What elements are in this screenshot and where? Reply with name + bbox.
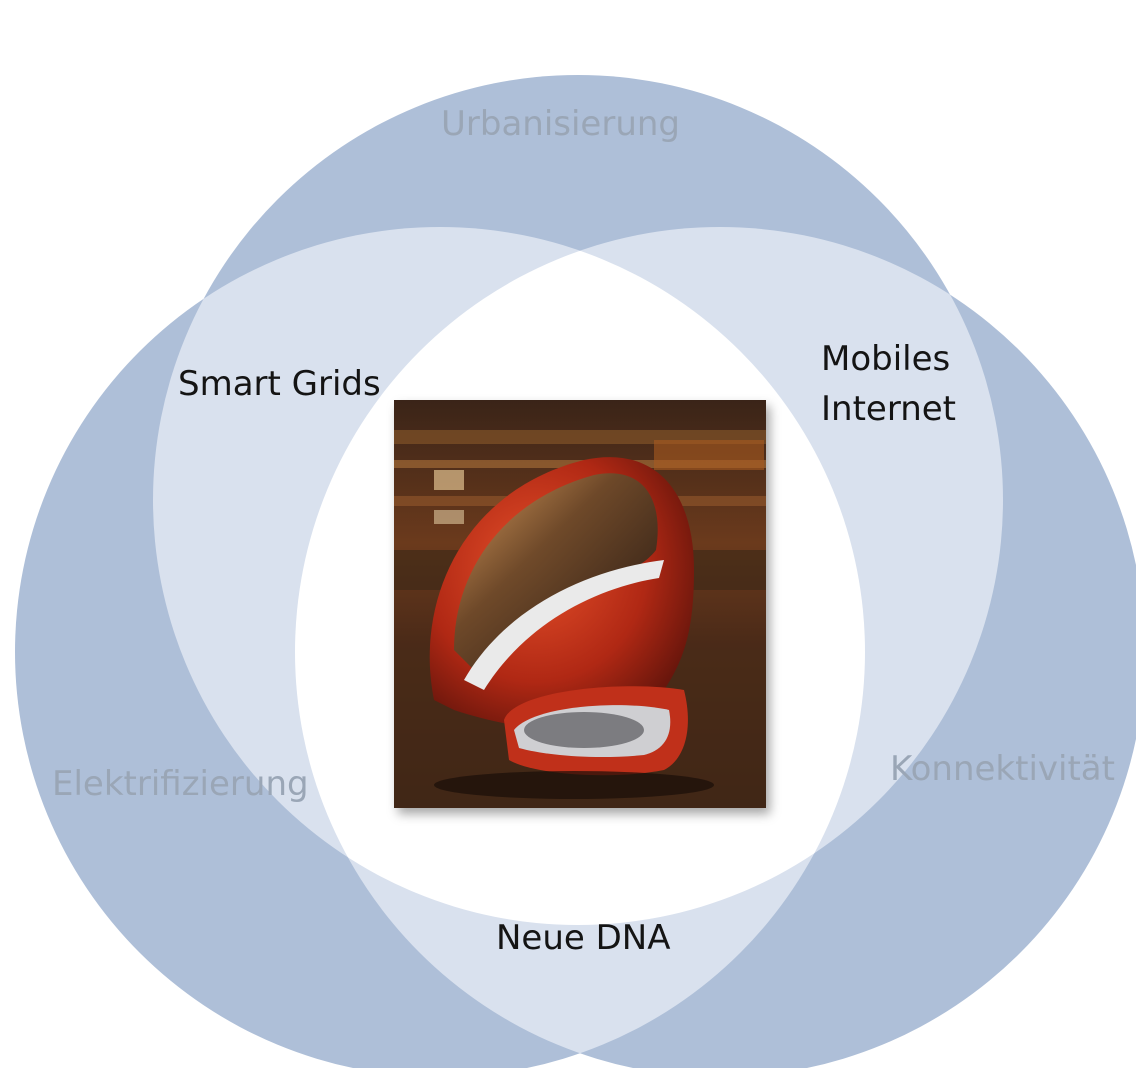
label-urbanisierung: Urbanisierung	[441, 104, 681, 144]
center-photo	[394, 400, 766, 808]
concept-vehicle-photo	[394, 400, 766, 808]
label-smart-grids: Smart Grids	[178, 364, 381, 404]
label-konnektivitaet: Konnektivität	[890, 749, 1115, 789]
label-mobiles: Mobiles	[821, 339, 951, 379]
label-neue-dna: Neue DNA	[496, 918, 671, 958]
label-internet: Internet	[821, 389, 957, 429]
label-elektrifizierung: Elektrifizierung	[52, 764, 309, 804]
